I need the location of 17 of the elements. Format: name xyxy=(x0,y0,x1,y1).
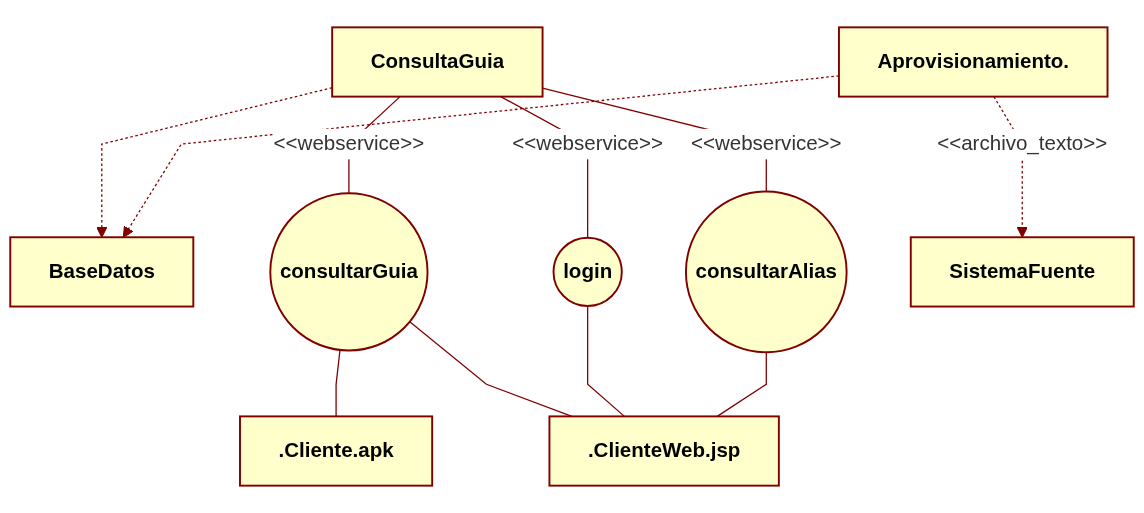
edge-label: <<webservice>> xyxy=(273,132,425,155)
connector xyxy=(335,349,341,417)
node-box: .Cliente.apk xyxy=(239,415,434,487)
node-circle: consultarGuia xyxy=(269,192,429,352)
node-circle: login xyxy=(552,236,623,307)
connector xyxy=(716,351,767,417)
node-box: Aprovisionamiento. xyxy=(838,26,1109,98)
arrow xyxy=(96,87,333,238)
node-box: SistemaFuente xyxy=(909,236,1135,308)
edge-label: <<webservice>> xyxy=(690,132,842,155)
node-box: ConsultaGuia xyxy=(331,26,544,98)
edge-label: <<archivo_texto>> xyxy=(937,132,1108,155)
node-circle: consultarAlias xyxy=(685,190,848,354)
node-box: BaseDatos xyxy=(9,236,195,308)
edge-label: <<webservice>> xyxy=(512,132,663,155)
connector xyxy=(587,305,626,417)
node-box: .ClienteWeb.jsp xyxy=(548,415,780,487)
